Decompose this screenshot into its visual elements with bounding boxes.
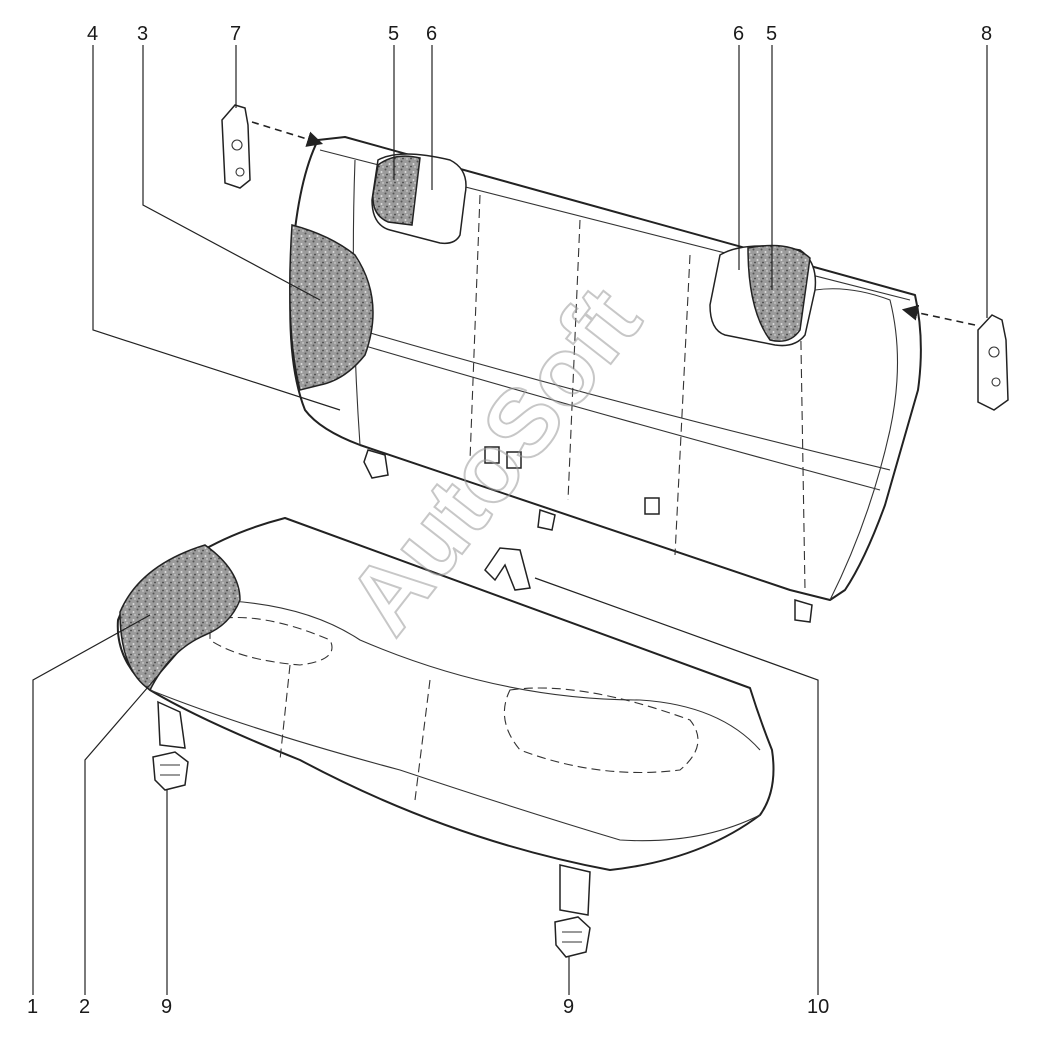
clip-right [554, 916, 591, 958]
callout-2: 2 [79, 996, 90, 1018]
clip-left [152, 751, 189, 791]
seat-cushion-buckle-bracket [484, 547, 531, 591]
seat-back-right-side [814, 288, 899, 601]
buckle-slot-2 [506, 451, 522, 469]
callout-5-left: 5 [388, 23, 399, 45]
callout-3: 3 [137, 23, 148, 45]
seat-back-mount-tab-left [363, 449, 389, 479]
leader-lines [32, 45, 988, 995]
callout-6-left: 6 [426, 23, 437, 45]
seat-cushion-leg-left [157, 700, 186, 749]
seat-back-side-foam [289, 224, 374, 391]
seat-cushion [116, 517, 775, 916]
buckle-slot-1 [484, 446, 500, 464]
seat-back-hidden-line-1 [469, 194, 481, 461]
callout-10: 10 [807, 996, 829, 1018]
callout-9-right: 9 [563, 996, 574, 1018]
seat-cushion-hidden-line-2 [414, 679, 431, 801]
seat-cushion-front-seam [149, 689, 761, 842]
seat-back [289, 136, 922, 623]
seat-cushion-side-foam [119, 544, 241, 692]
hinge-right-arrow [901, 304, 976, 326]
seat-back-hidden-line-3 [674, 254, 691, 556]
callout-1: 1 [27, 996, 38, 1018]
callout-5-right: 5 [766, 23, 777, 45]
hinge-left-arrow [251, 121, 324, 147]
seat-back-cross-seam [359, 329, 891, 471]
seat-cushion-top-seam [199, 599, 761, 751]
seat-cushion-seat-pad-left [209, 616, 333, 666]
callout-9-left: 9 [161, 996, 172, 1018]
seat-back-hidden-line-2 [567, 219, 581, 501]
seat-cushion-hidden-line-1 [279, 664, 291, 761]
callout-4: 4 [87, 23, 98, 45]
callout-6-right: 6 [733, 23, 744, 45]
buckle-slot-3 [644, 497, 660, 515]
seat-back-mount-tab-right [794, 598, 813, 623]
callout-8: 8 [981, 23, 992, 45]
seat-cushion-seat-pad-right [503, 687, 699, 774]
hinge-bracket-right [977, 314, 1009, 411]
headrest-right [709, 244, 817, 347]
callout-7: 7 [230, 23, 241, 45]
seat-back-mount-tab-mid [537, 508, 556, 531]
hinge-bracket-left [221, 104, 251, 189]
seat-cushion-leg-right [559, 864, 591, 916]
headrest-left [371, 153, 467, 245]
